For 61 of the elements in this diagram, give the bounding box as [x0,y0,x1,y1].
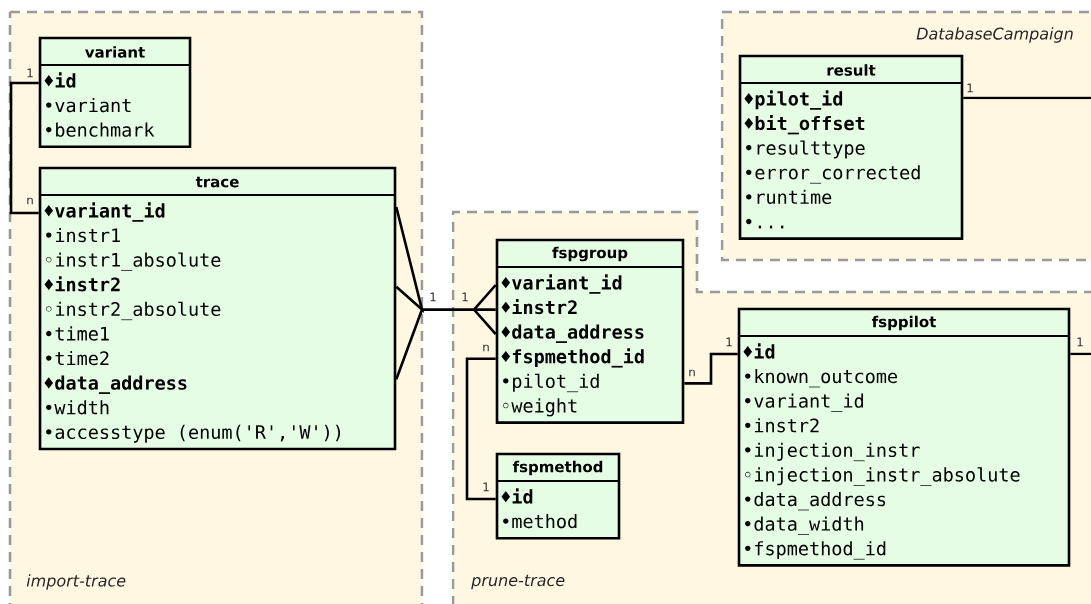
field-text: ♦bit_offset [744,114,865,135]
field-text: •resulttype [746,140,865,159]
field-text: •width [46,400,109,415]
field-text: •accesstype (enum('R','W')) [46,424,341,443]
group-label: import-trace [26,574,126,590]
field-text: •error_corrected [746,165,920,184]
field-text: ♦pilot_id [744,90,843,110]
field-text: ♦id [743,343,775,359]
connector-line [1070,352,1091,356]
field-text: ♦instr2 [44,276,120,292]
connector-line [684,352,738,385]
cardinality-label: n [689,369,695,377]
field-text: •known_outcome [745,368,898,388]
field-text: ◦weight [503,398,577,417]
field-text: •injection_instr [745,442,920,462]
field-text: •instr1 [46,227,120,243]
cardinality-label: 1 [967,83,973,93]
cardinality-label: n [27,197,33,205]
field-text: ◦injection_instr_absolute [745,467,1020,486]
field-text: •variant_id [745,393,863,412]
field-text: ♦data_address [501,324,644,343]
cardinality-label: 1 [1077,337,1083,347]
field-text: •fspmethod_id [745,541,886,560]
field-text: •data_address [745,491,886,511]
cardinality-label: 1 [726,337,732,347]
cardinality-label: 1 [27,68,33,78]
field-text: ♦variant_id [501,274,622,294]
cardinality-label: 1 [483,482,489,492]
table-title: fsppilot [871,315,936,331]
field-text: ♦data_address [44,375,187,394]
field-text: ♦id [44,72,76,88]
field-text: •variant [46,97,131,113]
field-text: ♦fspmethod_id [501,348,644,368]
table-title: result [827,64,876,76]
field-text: ♦variant_id [44,202,165,222]
cardinality-label: 1 [430,292,436,302]
group-label: prune-trace [471,574,565,590]
field-text: •time2 [46,350,109,366]
connector-line [465,357,496,501]
field-text: •pilot_id [503,373,599,393]
field-text: •method [503,513,577,529]
group-label: DatabaseCampaign [916,27,1073,43]
field-text: •benchmark [46,122,155,137]
cardinality-label: 1 [462,292,468,302]
connector-line [963,96,1091,100]
field-text: ◦instr1_absolute [46,252,221,271]
table-title: trace [195,176,239,188]
cardinality-label: n [483,344,489,352]
field-text: ◦instr2_absolute [46,301,221,321]
field-text: •runtime [746,189,832,205]
field-text: •... [746,218,784,229]
field-text: •time1 [46,326,109,341]
table-title: variant [85,46,145,58]
field-text: •instr2 [745,418,819,433]
field-text: ♦id [501,488,533,504]
table-title: fspgroup [552,246,628,262]
field-text: •data_width [745,516,864,535]
connector-line [395,206,497,381]
table-title: fspmethod [512,460,603,476]
field-text: ♦instr2 [501,298,577,315]
connector-line [9,81,39,215]
